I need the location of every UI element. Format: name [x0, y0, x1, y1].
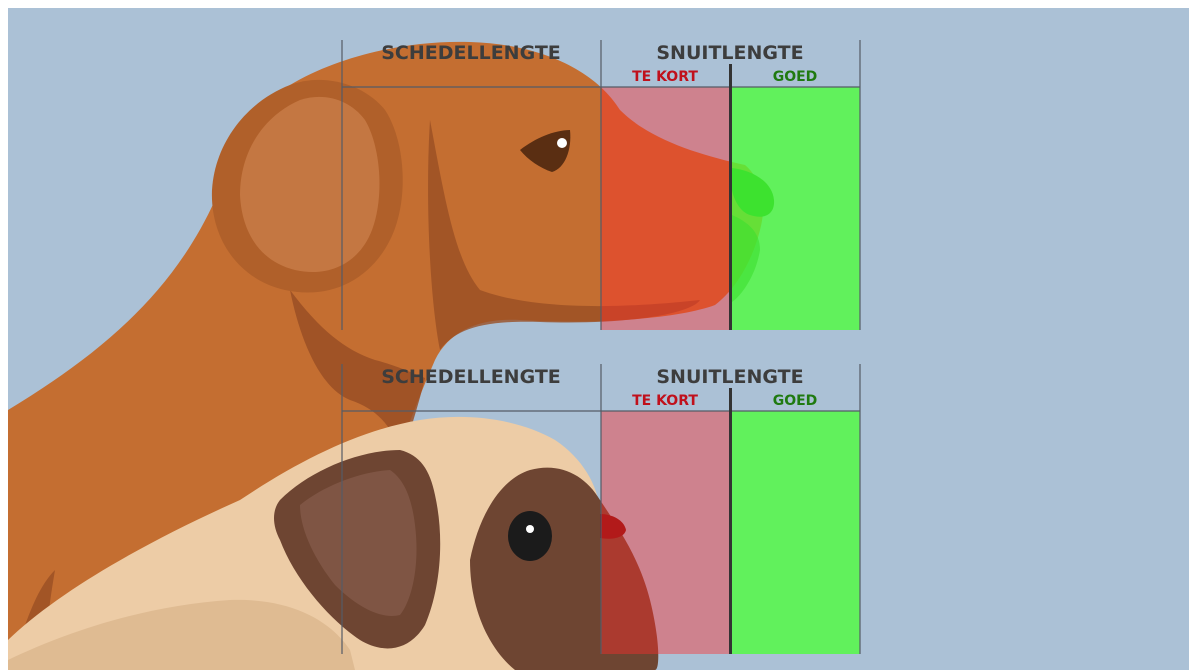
dog-eye-glint [557, 138, 567, 148]
bottom-too-short-zone [601, 411, 730, 654]
bottom-good-label: GOED [773, 393, 818, 409]
bottom-snout-length-label: SNUITLENGTE [656, 366, 803, 388]
pug-eye-glint [526, 525, 534, 533]
top-good-zone [731, 87, 860, 330]
bottom-skull-length-label: SCHEDELLENGTE [381, 366, 561, 388]
top-snout-length-label: SNUITLENGTE [656, 42, 803, 64]
bottom-good-zone [731, 411, 860, 654]
top-good-label: GOED [773, 69, 818, 85]
top-too-short-label: TE KORT [632, 69, 698, 85]
top-skull-length-label: SCHEDELLENGTE [381, 42, 561, 64]
bottom-too-short-label: TE KORT [632, 393, 698, 409]
pug-eye [508, 511, 552, 561]
